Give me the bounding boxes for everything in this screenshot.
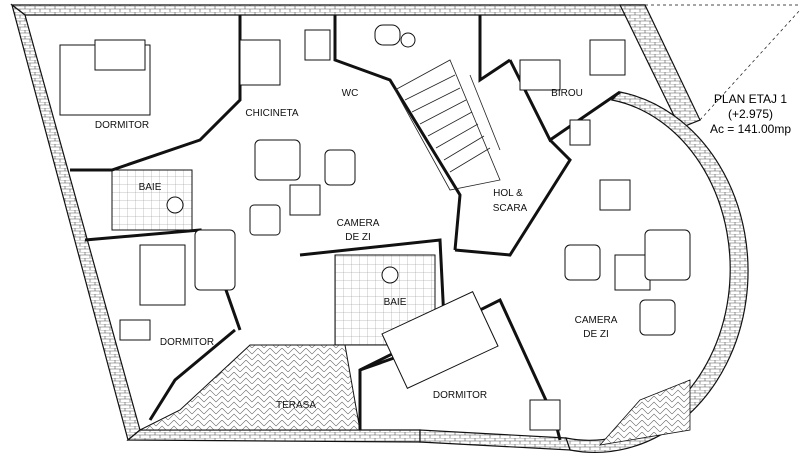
room-label-birou: BIROU: [551, 88, 583, 99]
furniture: [59, 24, 691, 431]
room-label-terasa: TERASA: [276, 400, 316, 411]
room-label-hol: HOL &: [493, 188, 523, 199]
exterior-walls: [10, 3, 800, 453]
room-label-dormitor-1: DORMITOR: [95, 120, 149, 131]
room-label-camera-1-b: DE ZI: [345, 232, 371, 243]
room-label-baie-2: BAIE: [384, 297, 407, 308]
room-labels: DORMITOR CHICINETA WC BIROU BAIE CAMERA …: [95, 88, 618, 411]
room-label-camera-2-b: DE ZI: [583, 329, 609, 340]
plan-title-area: Ac = 141.00mp: [709, 122, 792, 136]
room-label-hol-b: SCARA: [493, 203, 528, 214]
room-label-dormitor-3: DORMITOR: [433, 390, 487, 401]
room-label-camera-2: CAMERA: [575, 315, 618, 326]
terrace-right-hatch: [598, 379, 691, 446]
room-label-chicineta: CHICINETA: [245, 108, 298, 119]
plan-title-elevation: (+2.975): [727, 107, 774, 121]
plan-title-name: PLAN ETAJ 1: [713, 92, 788, 106]
plan-title: PLAN ETAJ 1 (+2.975) Ac = 141.00mp: [703, 92, 798, 137]
room-label-camera-1: CAMERA: [337, 218, 380, 229]
room-label-dormitor-2: DORMITOR: [160, 337, 214, 348]
room-label-wc: WC: [342, 88, 359, 99]
room-label-baie-1: BAIE: [139, 182, 162, 193]
staircase: [394, 59, 501, 191]
terrace-hatch: [139, 344, 361, 431]
